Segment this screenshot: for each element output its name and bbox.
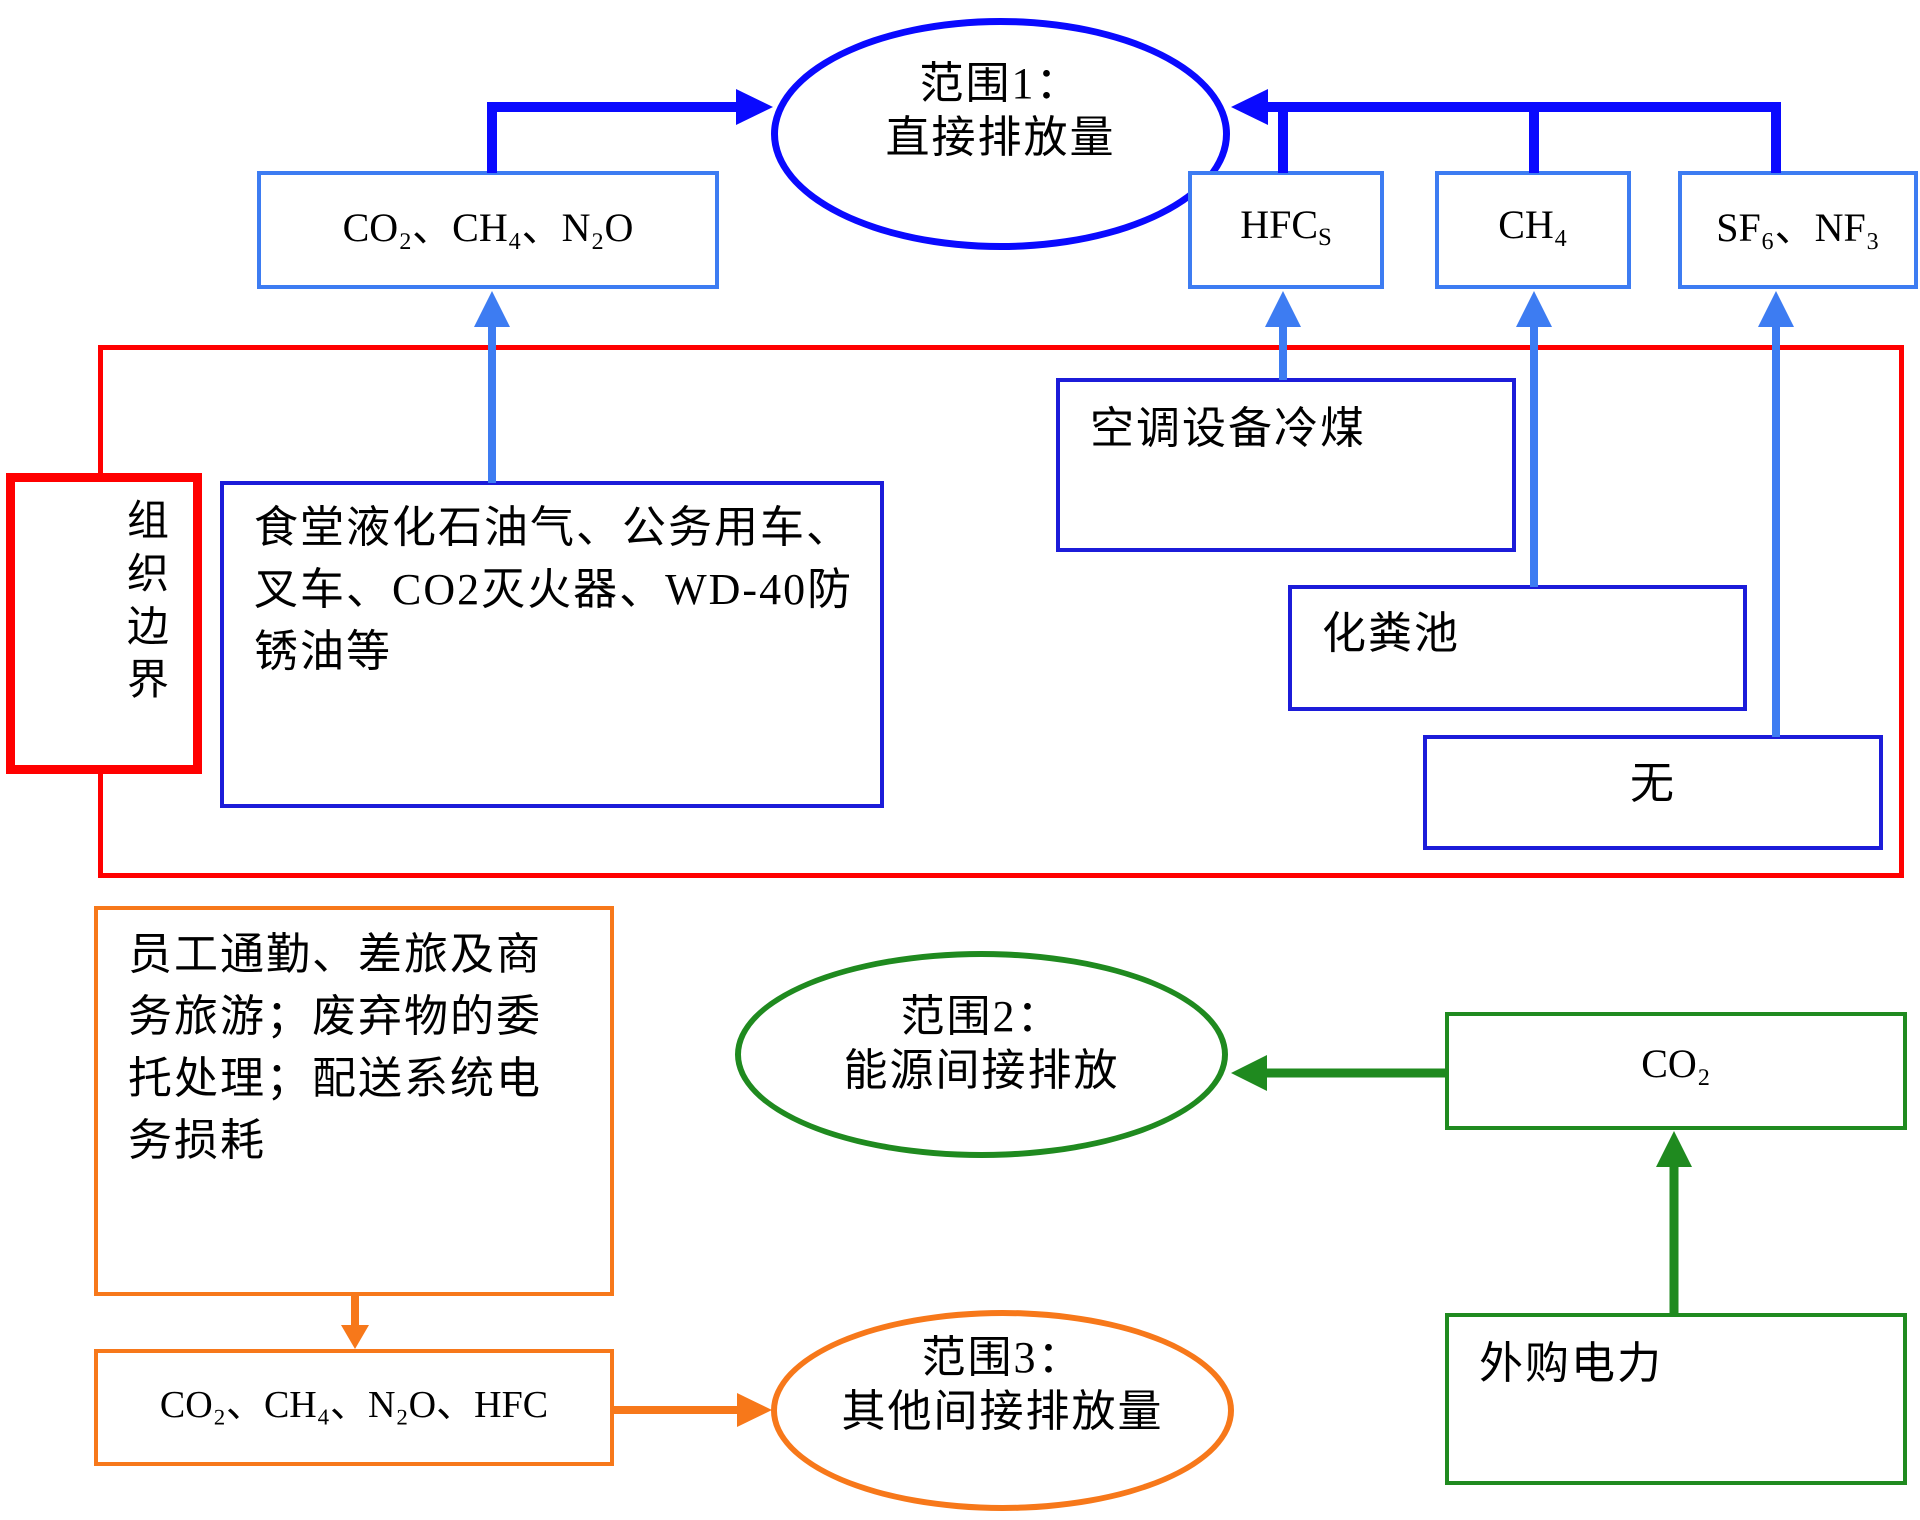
organizational-boundary-label-box: 组织边界	[6, 473, 202, 774]
scope2-left-arrowhead	[1231, 1055, 1267, 1091]
scope1-connector-left	[487, 102, 742, 173]
scope3-activity-line: 托处理；配送系统电	[128, 1054, 542, 1103]
organizational-boundary-label: 组织边界	[127, 499, 170, 704]
none-to-sf6-arrowhead	[1758, 291, 1794, 327]
gas-label: SF₆、NF₃	[1716, 205, 1880, 250]
scope1-gas-box-co2-ch4-n2o: CO₂、CH₄、N₂O	[257, 171, 719, 289]
fuel-sources-line: 锈油等	[254, 627, 392, 676]
gas-label: CH₄	[1498, 201, 1568, 247]
scope1-gas-box-sf6-nf3: SF₆、NF₃	[1678, 171, 1918, 289]
scope1-title: 范围1：	[919, 59, 1082, 108]
scope2-subtitle: 能源间接排放	[843, 1046, 1120, 1095]
gas-label: CO₂、CH₄、N₂O、HFC	[159, 1384, 549, 1426]
gas-label-subscript: S	[1318, 224, 1332, 252]
scope3-right-arrowhead	[737, 1393, 772, 1427]
purchased-electricity-label: 外购电力	[1479, 1339, 1663, 1388]
refrigerant-label: 空调设备冷煤	[1090, 404, 1366, 453]
none-source-label: 无	[1630, 759, 1676, 808]
scope3-activity-line: 务旅游；废弃物的委	[128, 992, 542, 1041]
scope1-subtitle: 直接排放量	[885, 113, 1116, 162]
scope3-subtitle: 其他间接排放量	[841, 1387, 1164, 1436]
none-source-box: 无	[1423, 735, 1883, 850]
scope3-activity-line: 员工通勤、差旅及商	[128, 930, 542, 979]
scope1-ellipse: 范围1： 直接排放量	[771, 18, 1230, 250]
scope2-up-arrowhead	[1656, 1131, 1692, 1167]
septic-tank-label: 化粪池	[1322, 609, 1460, 658]
scope1-gas-box-ch4: CH₄	[1435, 171, 1631, 289]
gas-label: CO₂	[1641, 1040, 1711, 1086]
scope1-arrowhead-right	[1231, 89, 1268, 125]
gas-label: CO₂、CH₄、N₂O	[342, 205, 634, 250]
scope2-title: 范围2：	[900, 992, 1063, 1041]
scope3-down-arrowhead	[341, 1325, 369, 1349]
gas-label: HFCS	[1240, 201, 1332, 252]
scope2-ellipse: 范围2： 能源间接排放	[735, 951, 1228, 1158]
scope3-activities-box: 员工通勤、差旅及商 务旅游；废弃物的委 托处理；配送系统电 务损耗	[94, 906, 614, 1296]
scope3-title: 范围3：	[921, 1333, 1084, 1382]
purchased-electricity-box: 外购电力	[1445, 1313, 1907, 1485]
fuel-sources-line: 食堂液化石油气、公务用车、	[254, 503, 852, 552]
scope3-activity-line: 务损耗	[128, 1116, 266, 1165]
scope1-connector-right	[1262, 102, 1781, 173]
scope1-arrowhead-left	[736, 89, 773, 125]
refrigerant-box: 空调设备冷煤	[1056, 378, 1516, 552]
scope3-gas-box: CO₂、CH₄、N₂O、HFC	[94, 1349, 614, 1466]
scope3-ellipse: 范围3： 其他间接排放量	[771, 1310, 1234, 1511]
fuel-to-gas-arrowhead	[474, 291, 510, 327]
refrigerant-to-hfcs-arrowhead	[1265, 291, 1301, 327]
septic-tank-box: 化粪池	[1288, 585, 1747, 711]
septic-to-ch4-arrowhead	[1516, 291, 1552, 327]
fuel-sources-line: 叉车、CO2灭火器、WD-40防	[254, 565, 854, 614]
scope2-gas-box: CO₂	[1445, 1012, 1907, 1130]
gas-label-base: HFC	[1240, 201, 1318, 247]
fuel-sources-box: 食堂液化石油气、公务用车、 叉车、CO2灭火器、WD-40防 锈油等	[220, 481, 884, 808]
scope1-gas-box-hfcs: HFCS	[1188, 171, 1384, 289]
